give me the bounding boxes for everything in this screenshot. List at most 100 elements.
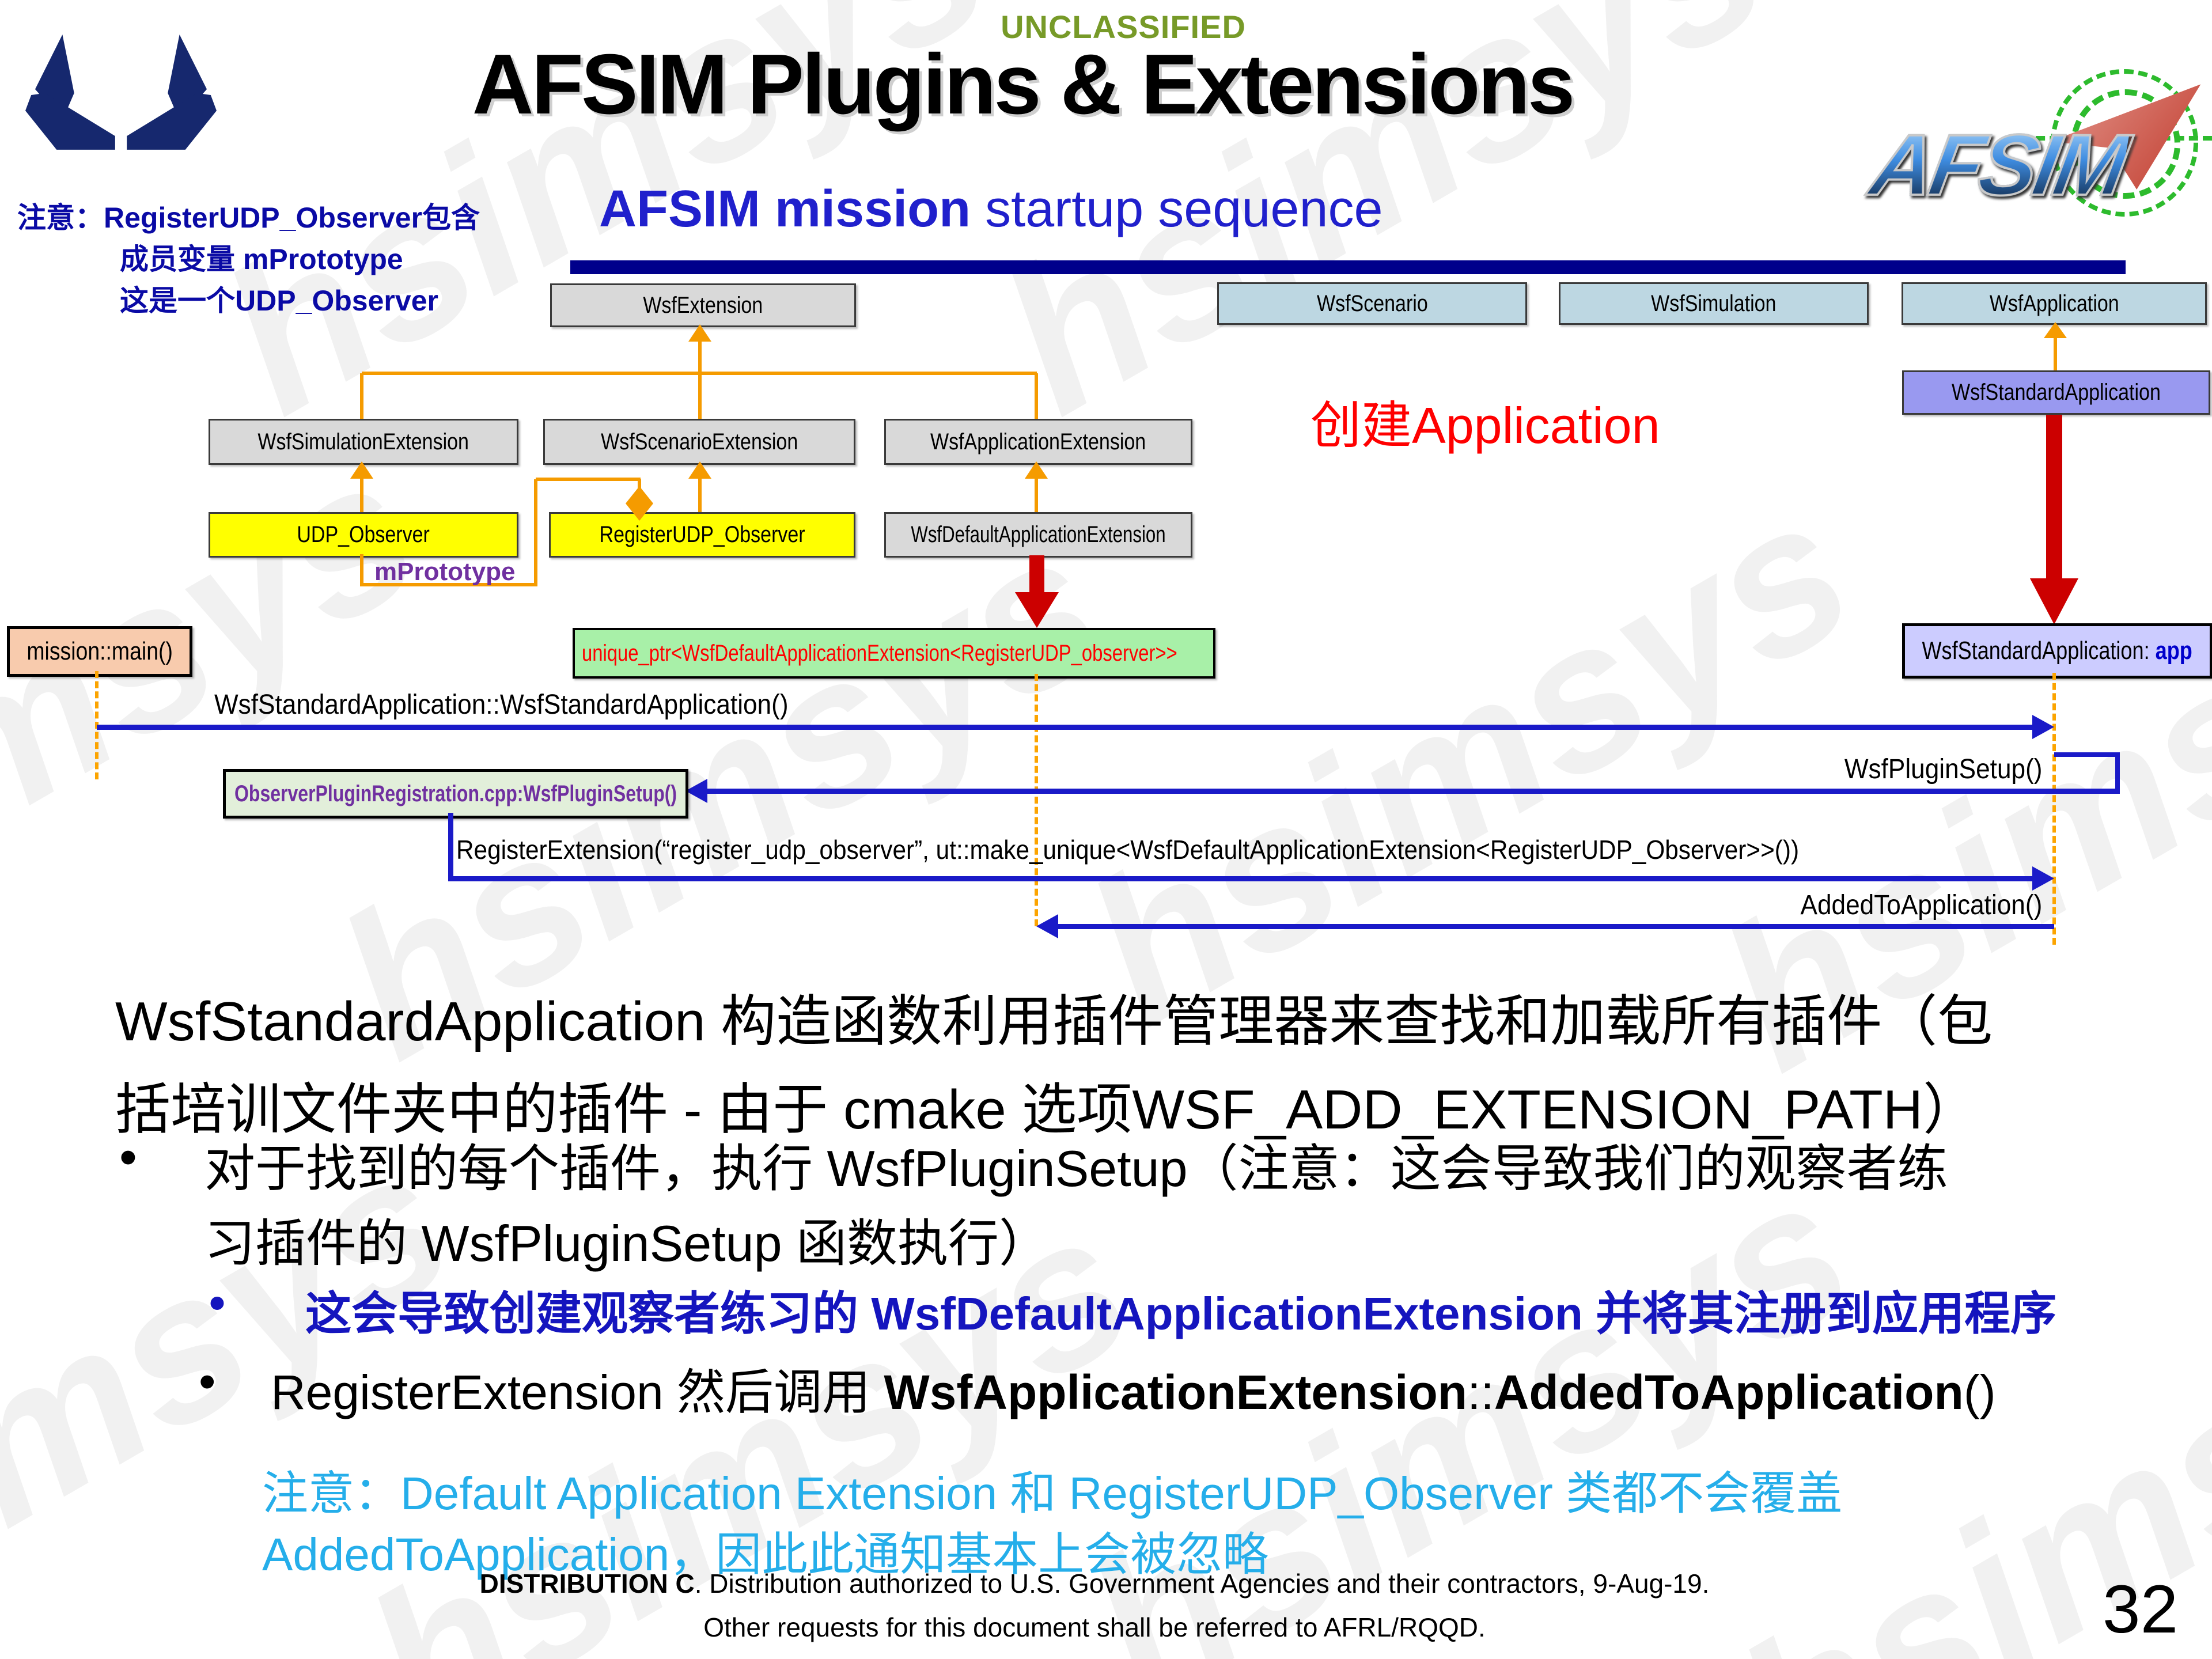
bullet2-text: RegisterExtension 然后调用 WsfApplicationExt… — [271, 1354, 1996, 1423]
create-application-note: 创建Application — [1310, 397, 1660, 454]
aggregation-path — [360, 554, 363, 585]
class-box-wsfextension: WsfExtension — [550, 283, 856, 327]
bullet2-bold2: AddedToApplication — [1494, 1365, 1964, 1419]
bullet2-suffix: () — [1963, 1365, 1996, 1419]
arrow-head-left-icon — [685, 779, 707, 803]
class-box-label: UDP_Observer — [297, 522, 430, 547]
inherit-arrow-icon — [688, 461, 711, 479]
connector — [2054, 337, 2057, 370]
selfcall-top — [2054, 752, 2120, 757]
class-box-udpobserver: UDP_Observer — [209, 512, 518, 558]
classification-banner: UNCLASSIFIED — [1001, 9, 1246, 45]
afsim-logo-text: AFSIM — [1862, 115, 2133, 215]
message-label-constructor: WsfStandardApplication::WsfStandardAppli… — [214, 690, 789, 720]
class-box-label: WsfSimulation — [1651, 290, 1777, 316]
distribution-bold: DISTRIBUTION C — [479, 1569, 695, 1599]
body-paragraph-line2: 括培训文件夹中的插件 - 由于 cmake 选项WSF_ADD_EXTENSIO… — [115, 1079, 1979, 1141]
class-box-label: WsfSimulationExtension — [257, 429, 469, 454]
page-title: AFSIM Plugins & Extensions — [472, 37, 1575, 132]
class-box-label: WsfDefaultApplicationExtension — [911, 522, 1166, 547]
arrow-head-right-icon — [2032, 866, 2054, 891]
class-box-label: mission::main() — [26, 637, 173, 665]
side-note-line1: 注意：RegisterUDP_Observer包含 — [17, 202, 480, 234]
class-box-label: WsfApplication — [1989, 290, 2119, 316]
aggregation-path — [360, 583, 537, 586]
class-box-label: WsfExtension — [643, 292, 763, 318]
class-box-wsfstandardapplication: WsfStandardApplication — [1902, 370, 2210, 415]
message-line — [707, 789, 2120, 794]
connector — [698, 373, 702, 419]
message-line — [448, 876, 2032, 881]
message-label-addedtoapplication: AddedToApplication() — [1800, 890, 2042, 921]
cyan-note-line2: AddedToApplication，因此此通知基本上会被忽略 — [262, 1529, 1269, 1580]
sequence-actor-app: WsfStandardApplication: app — [1902, 623, 2212, 679]
class-box-wsfapplication: WsfApplication — [1902, 282, 2207, 325]
connector — [360, 478, 363, 512]
inherit-arrow-icon — [350, 461, 373, 479]
arrow-head-right-icon — [2032, 715, 2054, 739]
cyan-note-line1: 注意：Default Application Extension 和 Regis… — [262, 1468, 1843, 1519]
class-box-wsfscenario: WsfScenario — [1217, 282, 1527, 325]
red-arrow-head-icon — [1015, 592, 1059, 628]
subtitle-rest: startup sequence — [971, 180, 1383, 238]
message-label-pluginsetup: WsfPluginSetup() — [1844, 754, 2042, 785]
lifeline-app — [2052, 673, 2056, 945]
bullet1-line1: 对于找到的每个插件，执行 WsfPluginSetup（注意：这会导致我们的观察… — [204, 1140, 1948, 1197]
selfcall-side — [2115, 752, 2120, 793]
class-box-registerudpobserver: RegisterUDP_Observer — [549, 512, 855, 558]
class-box-wsfdefaultapplicationextension: WsfDefaultApplicationExtension — [884, 512, 1192, 558]
side-note-line2: 成员变量 mPrototype — [120, 243, 403, 275]
connector — [360, 373, 363, 419]
aggregation-path — [638, 479, 641, 491]
observer-plugin-registration-box: ObserverPluginRegistration.cpp:WsfPlugin… — [223, 769, 688, 819]
inherit-arrow-icon — [688, 324, 711, 342]
bullet-glyph: • — [209, 1277, 226, 1328]
message-line — [1058, 924, 2054, 929]
class-box-label: WsfScenario — [1316, 290, 1428, 316]
bullet1-line2: 习插件的 WsfPluginSetup 函数执行） — [204, 1215, 1050, 1272]
sub-bullet-text: 这会导致创建观察者练习的 WsfDefaultApplicationExtens… — [305, 1288, 2057, 1339]
unique-ptr-label: unique_ptr<WsfDefaultApplicationExtensio… — [582, 640, 1177, 666]
class-box-label: WsfStandardApplication — [1952, 380, 2161, 405]
distribution-statement-line1: DISTRIBUTION C. Distribution authorized … — [242, 1568, 1947, 1599]
afsim-logo: AFSIM — [1861, 52, 2212, 259]
distribution-rest: . Distribution authorized to U.S. Govern… — [694, 1569, 1710, 1599]
lifeline-default-extension — [1035, 674, 1038, 926]
afsim-logo-target-inner — [2071, 89, 2180, 199]
bullet2-prefix: RegisterExtension 然后调用 — [271, 1365, 884, 1419]
class-box-label: WsfScenarioExtension — [600, 429, 798, 454]
bullet-glyph: • — [199, 1354, 216, 1408]
usaf-wings-logo — [25, 35, 217, 150]
class-box-wsfapplicationextension: WsfApplicationExtension — [884, 419, 1192, 465]
bullet2-bold1: WsfApplicationExtension — [884, 1365, 1468, 1419]
red-arrow-shaft — [1029, 555, 1044, 594]
connector — [698, 478, 702, 512]
mprototype-label: mPrototype — [374, 558, 516, 586]
red-arrow-shaft — [2046, 415, 2062, 579]
class-box-wsfscenarioextension: WsfScenarioExtension — [543, 419, 855, 465]
sequence-actor-mission-main: mission::main() — [7, 626, 192, 677]
bullet2-sep: :: — [1467, 1365, 1494, 1419]
message-line — [448, 813, 453, 878]
app-box-app: app — [2155, 637, 2193, 665]
message-label-registerextension: RegisterExtension(“register_udp_observer… — [456, 835, 1800, 865]
side-note-line3: 这是一个UDP_Observer — [120, 285, 438, 317]
afsim-logo-target-outer — [2051, 69, 2198, 217]
connector — [698, 340, 702, 373]
observer-plugin-registration-label: ObserverPluginRegistration.cpp:WsfPlugin… — [234, 781, 677, 806]
side-note: 注意：RegisterUDP_Observer包含 成员变量 mPrototyp… — [17, 197, 480, 321]
red-arrow-head-icon — [2030, 578, 2078, 624]
inherit-arrow-icon — [2044, 322, 2067, 338]
aggregation-path — [534, 479, 537, 586]
subtitle-underline-bar — [570, 260, 2126, 274]
class-box-wsfsimulation: WsfSimulation — [1559, 282, 1869, 325]
connector — [1035, 478, 1038, 512]
app-box-label: WsfStandardApplication: app — [1922, 637, 2192, 665]
body-paragraph-line1: WsfStandardApplication 构造函数利用插件管理器来查找和加载… — [115, 991, 1993, 1052]
connector — [1035, 373, 1038, 419]
class-box-label: WsfApplicationExtension — [930, 429, 1146, 454]
inherit-arrow-icon — [1025, 461, 1048, 479]
arrow-head-left-icon — [1036, 914, 1058, 938]
class-box-wsfsimulationextension: WsfSimulationExtension — [209, 419, 518, 465]
